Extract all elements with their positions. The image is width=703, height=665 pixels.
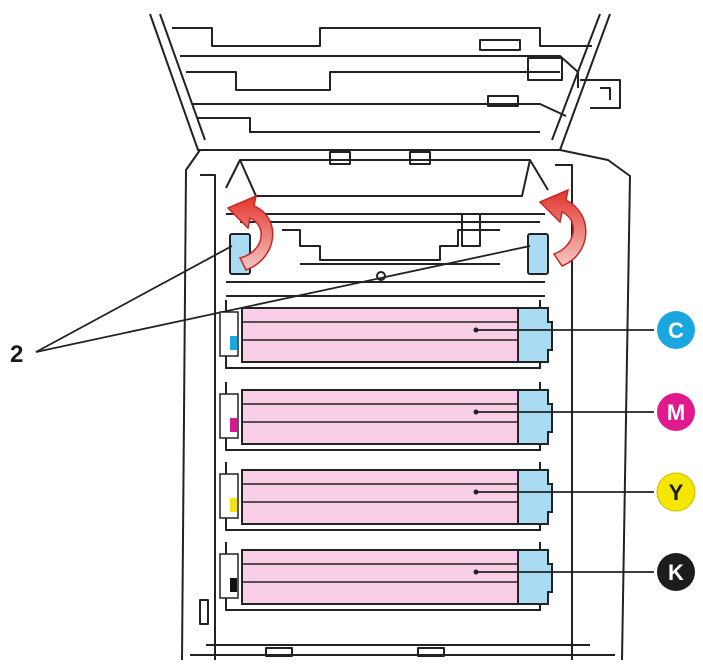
callout-lines bbox=[35, 245, 531, 353]
cartridge-handle bbox=[517, 469, 553, 525]
cartridge-body bbox=[241, 389, 519, 445]
cartridge-handle bbox=[517, 389, 553, 445]
colour-marker-yellow bbox=[656, 472, 696, 512]
cartridge-handle bbox=[517, 307, 553, 363]
colour-marker-cyan bbox=[657, 311, 695, 349]
colour-marker-label: C bbox=[668, 318, 684, 343]
left-rotation-arrow bbox=[226, 194, 274, 271]
cartridge-handle bbox=[517, 549, 553, 605]
colour-marker-label: K bbox=[668, 560, 684, 585]
cartridge-ridges bbox=[242, 563, 518, 583]
leader-dot bbox=[473, 409, 479, 415]
cartridge-ridges bbox=[242, 483, 518, 503]
leader-dot bbox=[473, 327, 479, 333]
leader-dot bbox=[473, 569, 479, 575]
cartridge-colour-stripe bbox=[230, 336, 237, 350]
cartridge-body bbox=[241, 469, 519, 525]
leader-dot bbox=[473, 489, 479, 495]
printer-body bbox=[181, 149, 631, 661]
cartridge-colour-stripe bbox=[230, 578, 237, 592]
right-rotation-arrow bbox=[538, 188, 587, 267]
cartridge-colour-stripe bbox=[230, 418, 237, 432]
cartridge-ridges bbox=[242, 403, 518, 423]
colour-marker-label: M bbox=[667, 400, 685, 425]
cartridge-magenta: M bbox=[219, 382, 695, 451]
cartridge-colour-stripe bbox=[230, 498, 237, 512]
toner-cartridges: C M Y K bbox=[219, 300, 696, 611]
colour-marker-black bbox=[657, 553, 695, 591]
cartridge-body bbox=[241, 549, 519, 605]
cartridge-body bbox=[241, 307, 519, 363]
colour-marker-label: Y bbox=[669, 480, 684, 505]
printer-lid bbox=[149, 13, 621, 151]
cartridge-yellow: Y bbox=[219, 462, 696, 531]
right-latch bbox=[527, 233, 549, 275]
colour-marker-magenta bbox=[657, 393, 695, 431]
cartridge-cyan: C bbox=[219, 300, 695, 369]
cartridge-ridges bbox=[242, 321, 518, 341]
latches bbox=[229, 233, 549, 275]
cartridge-black: K bbox=[219, 542, 695, 611]
callout-number: 2 bbox=[10, 341, 23, 368]
rotation-arrows bbox=[226, 188, 587, 271]
